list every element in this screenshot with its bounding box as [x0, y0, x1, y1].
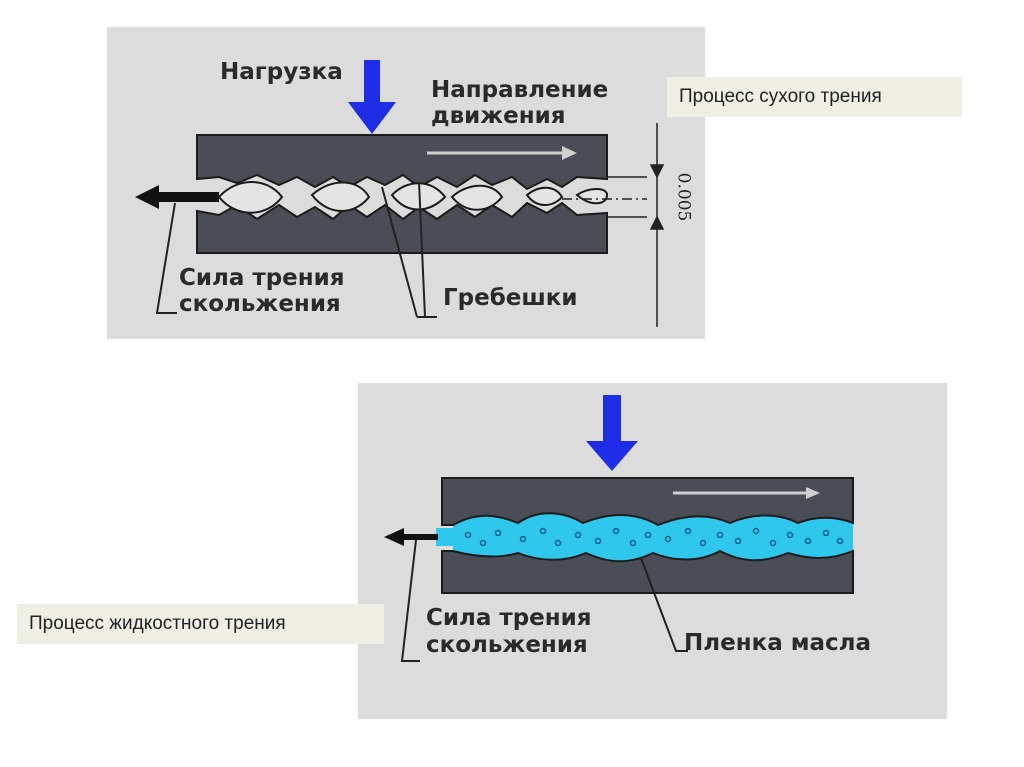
motion-arrow	[427, 146, 577, 160]
fluid-friction-panel: Сила трения скольжения Пленка масла	[358, 383, 947, 719]
dry-friction-panel: Нагрузка Направление движения Сила трени…	[107, 27, 705, 339]
gap-dimension-value: 0.005	[673, 172, 694, 222]
leader-lines	[155, 181, 437, 318]
dry-friction-caption: Процесс сухого трения	[667, 77, 962, 117]
gap-dimension	[562, 123, 665, 327]
friction-force-arrow	[135, 185, 219, 209]
load-arrow	[348, 60, 396, 134]
asperity-gaps	[217, 181, 609, 214]
direction-label-line2: движения	[431, 103, 566, 129]
oil-particles	[464, 527, 844, 547]
ridges-label: Гребешки	[443, 285, 578, 311]
direction-label-line1: Направление	[431, 77, 609, 103]
upper-body	[196, 134, 608, 191]
dry-friction-diagram	[135, 60, 665, 327]
friction-force-arrow	[384, 528, 438, 546]
lower-body	[441, 549, 854, 594]
lower-body	[196, 201, 608, 254]
load-label: Нагрузка	[220, 59, 343, 85]
friction-force-label-line1: Сила трения	[179, 265, 345, 291]
oil-film	[453, 513, 853, 562]
friction-force-label-line2: скольжения	[179, 291, 341, 317]
load-arrow	[586, 395, 638, 471]
fluid-friction-diagram	[384, 395, 854, 662]
oil-film-label: Пленка масла	[684, 630, 872, 656]
upper-body	[441, 477, 854, 527]
fluid-friction-caption: Процесс жидкостного трения	[17, 604, 384, 644]
leader-lines	[400, 539, 688, 662]
motion-arrow	[673, 487, 820, 499]
friction-force-label-line2: скольжения	[426, 632, 588, 658]
friction-force-label-line1: Сила трения	[426, 605, 592, 631]
